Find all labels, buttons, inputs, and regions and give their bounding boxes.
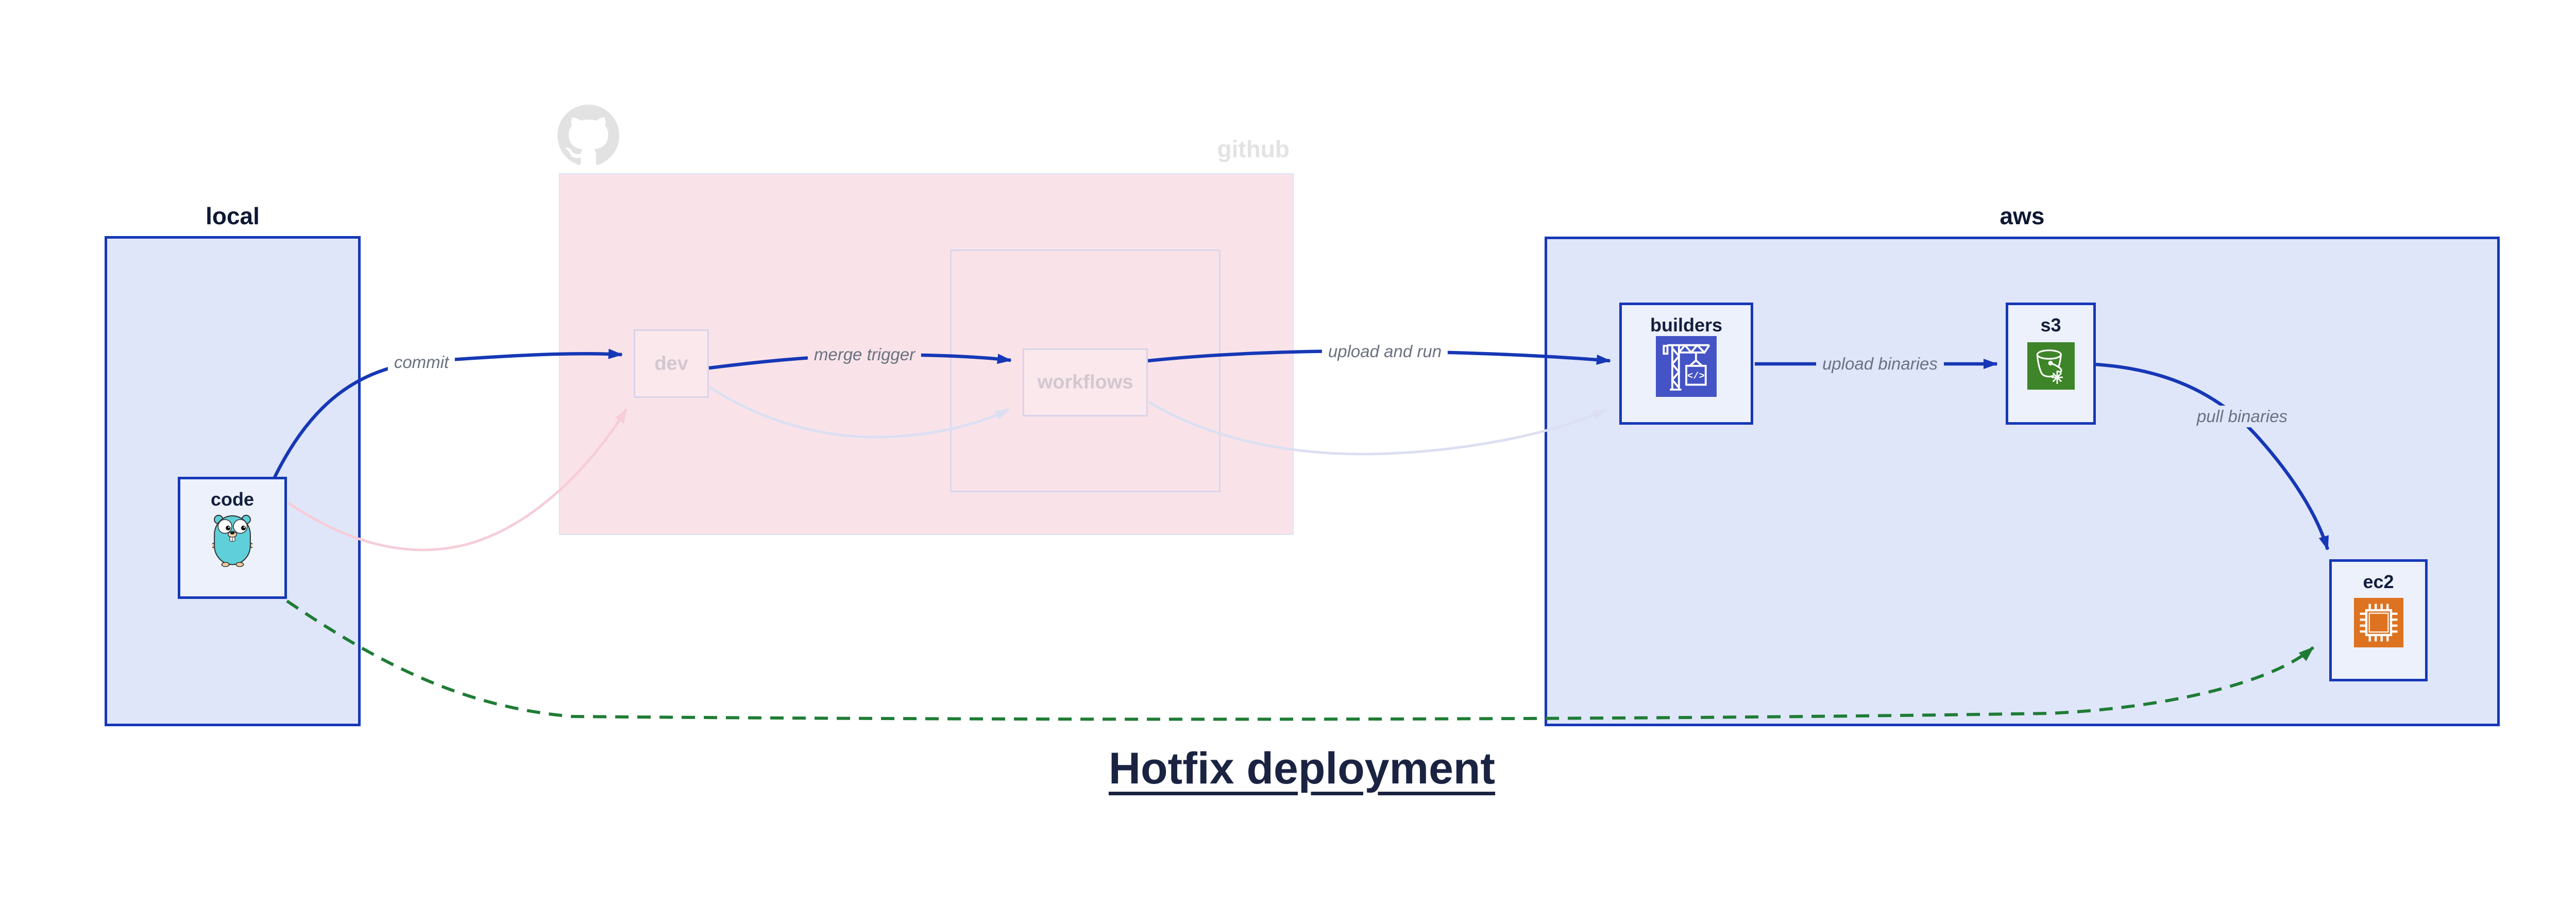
workflows-node: workflows: [1023, 348, 1148, 416]
dev-node-label: dev: [654, 353, 688, 374]
local-container-label: local: [206, 203, 260, 229]
code-node-label: code: [210, 489, 255, 510]
dev-node: dev: [634, 329, 709, 398]
builders-node: builders </>: [1619, 303, 1753, 425]
s3-node-label: s3: [2040, 314, 2061, 336]
s3-node: s3: [2006, 303, 2096, 425]
workflows-node-label: workflows: [1037, 371, 1133, 393]
go-gopher-icon: [210, 512, 255, 570]
edge-label-pull-binaries: pull binaries: [2190, 406, 2294, 427]
ec2-node-label: ec2: [2363, 571, 2394, 592]
github-container-label: github: [1217, 136, 1290, 162]
edge-label-upload-binaries: upload binaries: [1816, 353, 1944, 375]
aws-container-label: aws: [1999, 203, 2045, 229]
ec2-node: ec2: [2329, 559, 2428, 681]
svg-text:</>: </>: [1687, 371, 1705, 382]
edge-label-merge-trigger: merge trigger: [807, 344, 922, 365]
edge-label-upload-and-run: upload and run: [1321, 341, 1448, 362]
code-node: code: [178, 477, 287, 599]
builders-node-label: builders: [1650, 314, 1723, 336]
s3-bucket-snowflake-icon: [2027, 342, 2075, 392]
cpu-chip-icon: [2353, 598, 2403, 650]
github-octocat-icon: [557, 105, 619, 166]
diagram-title: Hotfix deployment: [1108, 744, 1496, 793]
edge-label-commit: commit: [387, 352, 455, 373]
master-container: [950, 249, 1221, 492]
codebuild-crane-icon: </>: [1656, 336, 1717, 399]
